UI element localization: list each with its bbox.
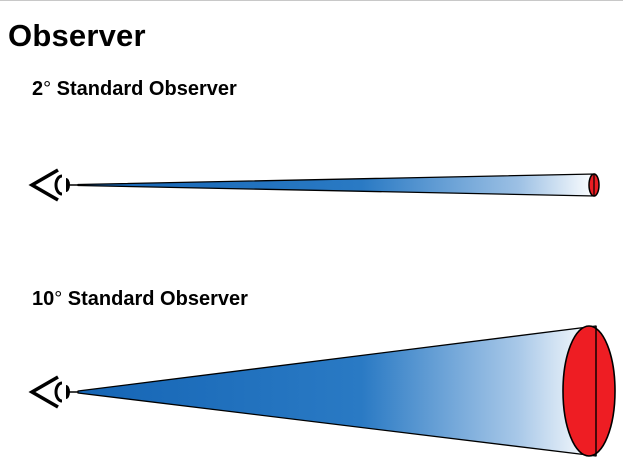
target-field [562,325,616,457]
observer-10-degree [28,325,616,457]
observer-label: Standard Observer [51,78,237,100]
observer-2-degree [28,168,600,202]
target-field [588,173,600,197]
eye-icon [28,375,80,409]
top-divider [0,0,623,1]
section-heading-2-degree: 2° Standard Observer [32,79,237,99]
angle-value: 10 [32,288,55,310]
viewing-cone [77,173,596,197]
degree-symbol: ° [43,78,52,100]
page-title: Observer [8,18,146,53]
viewing-cone [77,325,597,457]
observer-label: Standard Observer [62,288,248,310]
eye-icon [28,168,80,202]
section-heading-10-degree: 10° Standard Observer [32,289,248,309]
angle-value: 2 [32,78,44,100]
degree-symbol: ° [54,288,63,310]
